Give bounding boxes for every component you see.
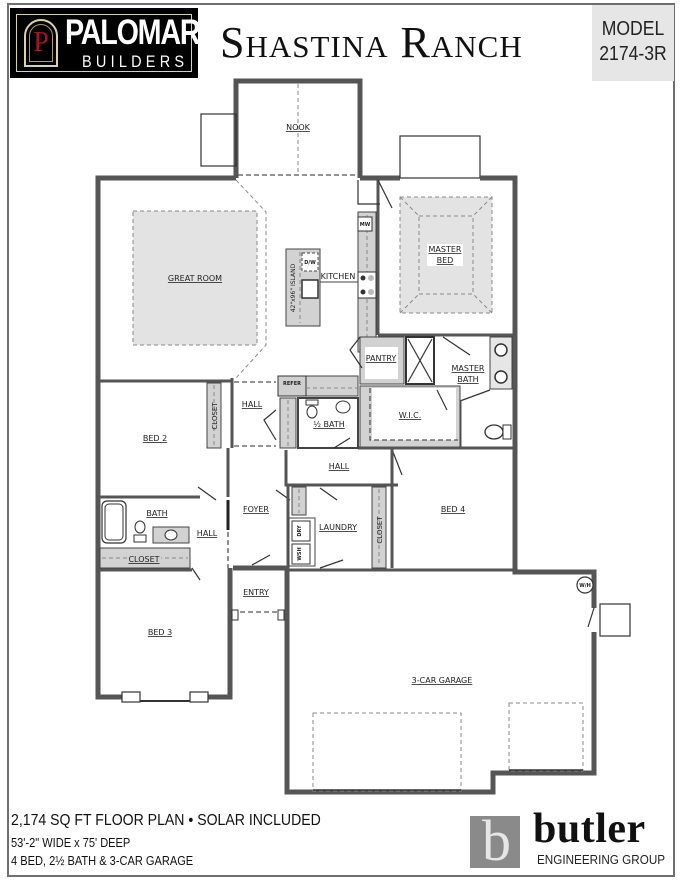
butler-mark-letter: b — [482, 808, 511, 873]
plan-title: Shastina Ranch — [220, 18, 523, 67]
label-microwave: MW — [360, 222, 371, 228]
great-room: GREAT ROOM — [132, 179, 267, 379]
garage: W/H 3-CAR GARAGE — [312, 576, 595, 792]
foyer-entry: HALL FOYER ENTRY — [197, 489, 291, 621]
butler-logo-mark-icon: b — [470, 812, 520, 870]
logo-subtitle: BUILDERS — [82, 52, 189, 71]
master-bedroom: MASTER BED — [378, 196, 515, 337]
logo-name: PALOMAR — [65, 13, 201, 52]
label-master-bed-1: MASTER — [429, 245, 462, 254]
label-foyer: FOYER — [243, 505, 269, 514]
label-closet-bed4: CLOSET — [376, 516, 384, 544]
logo-arch-icon: P — [24, 19, 58, 67]
label-hall-mid: HALL — [329, 462, 350, 471]
label-hall-top: HALL — [242, 400, 263, 409]
label-bed2: BED 2 — [143, 434, 167, 443]
label-garage: 3-CAR GARAGE — [412, 676, 473, 685]
model-number: 2174-3R — [599, 43, 667, 65]
label-closet-bath: CLOSET — [128, 555, 159, 564]
label-bed4: BED 4 — [441, 505, 465, 514]
label-half-bath: ½ BATH — [313, 420, 345, 429]
label-pantry: PANTRY — [366, 354, 397, 363]
logo-frame — [16, 14, 192, 72]
central-core: REFER HALL ½ BATH — [230, 375, 359, 449]
label-washer: WSH — [297, 547, 303, 560]
label-island: 42"x96" ISLAND — [290, 263, 297, 312]
page-border — [7, 3, 675, 877]
label-bath: BATH — [146, 509, 167, 518]
footer-features: 4 BED, 2½ BATH & 3-CAR GARAGE — [11, 853, 194, 868]
exterior-walls — [95, 135, 631, 795]
palomar-builders-logo: P PALOMAR BUILDERS — [10, 8, 201, 78]
bedroom-3: BED 3 — [148, 628, 172, 637]
label-great-room: GREAT ROOM — [168, 274, 222, 283]
label-refer: REFER — [283, 381, 301, 387]
label-nook: NOOK — [286, 123, 311, 132]
kitchen: D/W 42"x96" ISLAND KITCHEN MW — [285, 178, 393, 353]
butler-subtitle: ENGINEERING GROUP — [537, 852, 666, 867]
logo-initial: P — [33, 27, 49, 58]
hall-mid: HALL — [284, 448, 403, 568]
footer-dimensions: 53'-2" WIDE x 75' DEEP — [11, 835, 131, 850]
label-master-bath-1: MASTER — [452, 364, 485, 373]
label-master-bed-2: BED — [437, 256, 454, 265]
model-badge: MODEL 2174-3R — [592, 5, 674, 81]
label-dishwasher: D/W — [304, 260, 316, 266]
label-kitchen: KITCHEN — [321, 272, 356, 281]
footer-summary: 2,174 SQ FT FLOOR PLAN • SOLAR INCLUDED — [11, 812, 321, 829]
bedroom-2: CLOSET BED 2 — [98, 379, 232, 501]
butler-name: butler — [533, 806, 646, 852]
label-water-heater: W/H — [579, 583, 591, 589]
bedroom-4: BED 4 — [287, 505, 515, 572]
bath-secondary: BATH CLOSET — [98, 500, 201, 581]
label-master-bath-2: BATH — [457, 375, 478, 384]
laundry-room: DRY WSH LAUNDRY CLOSET — [286, 485, 387, 569]
label-closet-bed2: CLOSET — [211, 402, 219, 430]
label-dryer: DRY — [297, 525, 303, 537]
model-label: MODEL — [601, 18, 665, 40]
master-suite-wet-areas: PANTRY MASTER BATH W.I.C. — [349, 336, 515, 450]
label-wic: W.I.C. — [399, 411, 422, 420]
label-entry: ENTRY — [243, 588, 269, 597]
nook-room: NOOK — [200, 78, 363, 178]
label-laundry: LAUNDRY — [319, 523, 357, 532]
label-hall-left: HALL — [197, 529, 218, 538]
label-bed3: BED 3 — [148, 628, 172, 637]
